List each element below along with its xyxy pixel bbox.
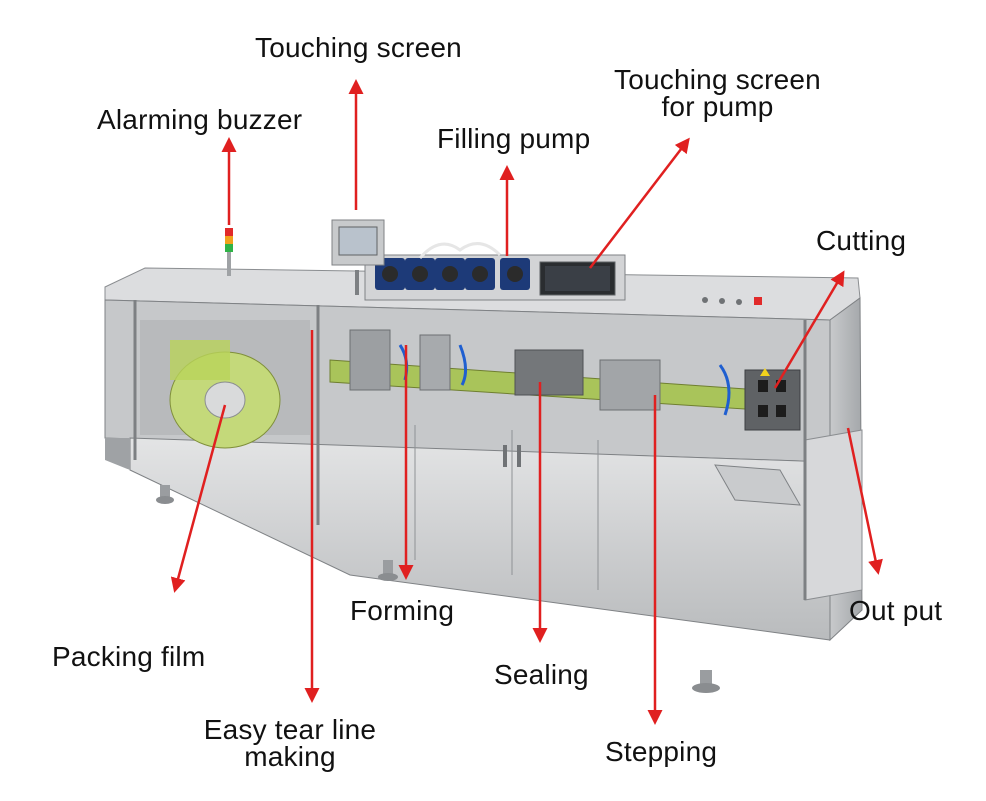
label-stepping: Stepping [605,736,718,767]
label-sealing: Sealing [494,659,589,690]
filling-pumps [375,258,530,290]
label-out-put: Out put [849,595,943,626]
internal-mechanism [140,320,801,506]
arrow-cutting [773,270,845,389]
label-forming: Forming [350,595,455,626]
arrow-out-put [846,427,883,575]
label-filling-pump: Filling pump [437,123,591,154]
top-module [364,242,626,301]
label-alarming-buzzer: Alarming buzzer [97,104,303,135]
machine-feet [156,485,720,693]
arrow-touching-screen-pump [589,137,690,269]
label-easy-tear-line: Easy tear line making [185,714,395,772]
label-packing-film: Packing film [52,641,206,672]
label-touching-screen-pump: Touching screen for pump [605,64,830,122]
label-touching-screen-pump-line2: for pump [661,91,774,122]
callout-arrows [170,79,883,725]
label-cutting: Cutting [816,225,907,256]
arrow-packing-film [170,404,227,593]
label-easy-tear-line-1: Easy tear line [203,714,377,745]
label-touching-screen-pump-line1: Touching screen [614,64,821,95]
touch-screen-unit [331,219,385,295]
label-easy-tear-line-2: making [244,741,336,772]
control-buttons [702,297,762,305]
alarm-light-tower [225,228,233,276]
label-touching-screen: Touching screen [255,32,462,63]
